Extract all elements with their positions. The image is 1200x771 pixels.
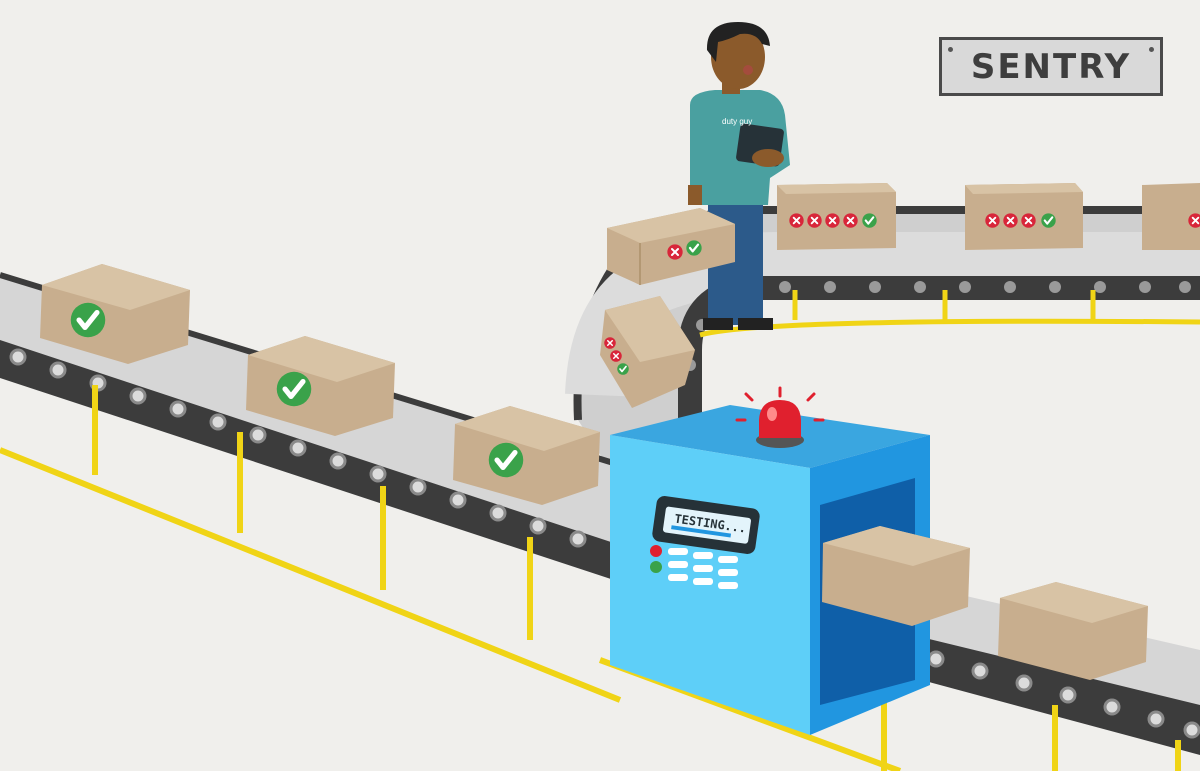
box-tipping xyxy=(600,296,695,408)
worker-shirt-text: duty guy xyxy=(722,117,752,126)
sentry-sign: SENTRY xyxy=(939,37,1163,96)
box-exit-2 xyxy=(998,582,1148,680)
box-back-4 xyxy=(1142,183,1200,250)
box-passed-3 xyxy=(453,406,600,505)
box-passed-2 xyxy=(246,336,395,436)
sentry-sign-text: SENTRY xyxy=(970,46,1132,87)
box-back-2 xyxy=(777,183,896,250)
box-back-1 xyxy=(607,208,735,285)
siren-light-icon xyxy=(735,386,825,448)
box-back-3 xyxy=(965,183,1083,250)
box-exit-1 xyxy=(822,526,970,626)
box-passed-1 xyxy=(40,264,190,364)
